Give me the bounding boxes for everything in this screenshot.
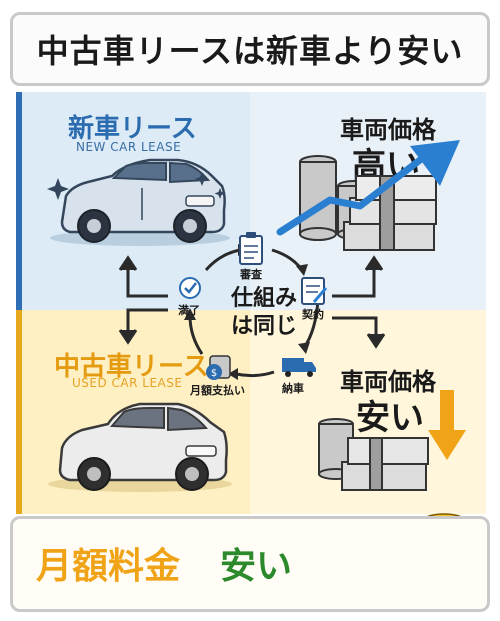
cycle-center-line1: 仕組み (230, 286, 297, 311)
used-car-lease-subtitle: USED CAR LEASE (72, 376, 183, 390)
truck-icon (282, 358, 316, 377)
sparkle-icon (47, 172, 226, 200)
used-car-lease-title: 中古車リース (54, 352, 209, 382)
price-high-label: 車両価格 (340, 116, 436, 144)
contract-icon (301, 277, 328, 305)
cycle-center: 仕組み は同じ (216, 278, 312, 348)
bottom-banner (10, 516, 490, 612)
step-label-delivery: 納車 (282, 382, 304, 395)
price-low-label: 車両価格 (340, 368, 436, 396)
payment-icon: $ (206, 355, 231, 380)
money-stack-icon (341, 437, 429, 491)
svg-text:$: $ (211, 368, 217, 379)
step-label-expiry: 満了 (178, 304, 200, 317)
page-title: 中古車リースは新車より安い (36, 32, 464, 70)
step-label-contract: 契約 (302, 308, 324, 321)
monthly-fee-label: 月額料金 (36, 546, 181, 587)
arrow-down-icon (428, 390, 466, 460)
new-car-lease-title: 新車リース (68, 114, 197, 144)
monthly-fee-cheap: 安い (220, 546, 293, 587)
new-car-icon (50, 158, 230, 246)
check-icon (179, 277, 201, 299)
price-low-value: 安い (356, 398, 424, 438)
step-label-screening: 審査 (240, 268, 262, 281)
connector-arrows (118, 255, 386, 349)
new-car-lease-subtitle: NEW CAR LEASE (76, 140, 182, 154)
step-label-monthly-payment: 月額支払い (190, 384, 245, 397)
cycle-center-line2: は同じ (230, 314, 297, 339)
used-car-icon (48, 402, 232, 492)
title-banner: 中古車リースは新車より安い (10, 12, 490, 86)
clipboard-icon (239, 232, 263, 265)
cycle-arrowheads (184, 244, 310, 380)
arrow-up-icon (276, 140, 460, 236)
